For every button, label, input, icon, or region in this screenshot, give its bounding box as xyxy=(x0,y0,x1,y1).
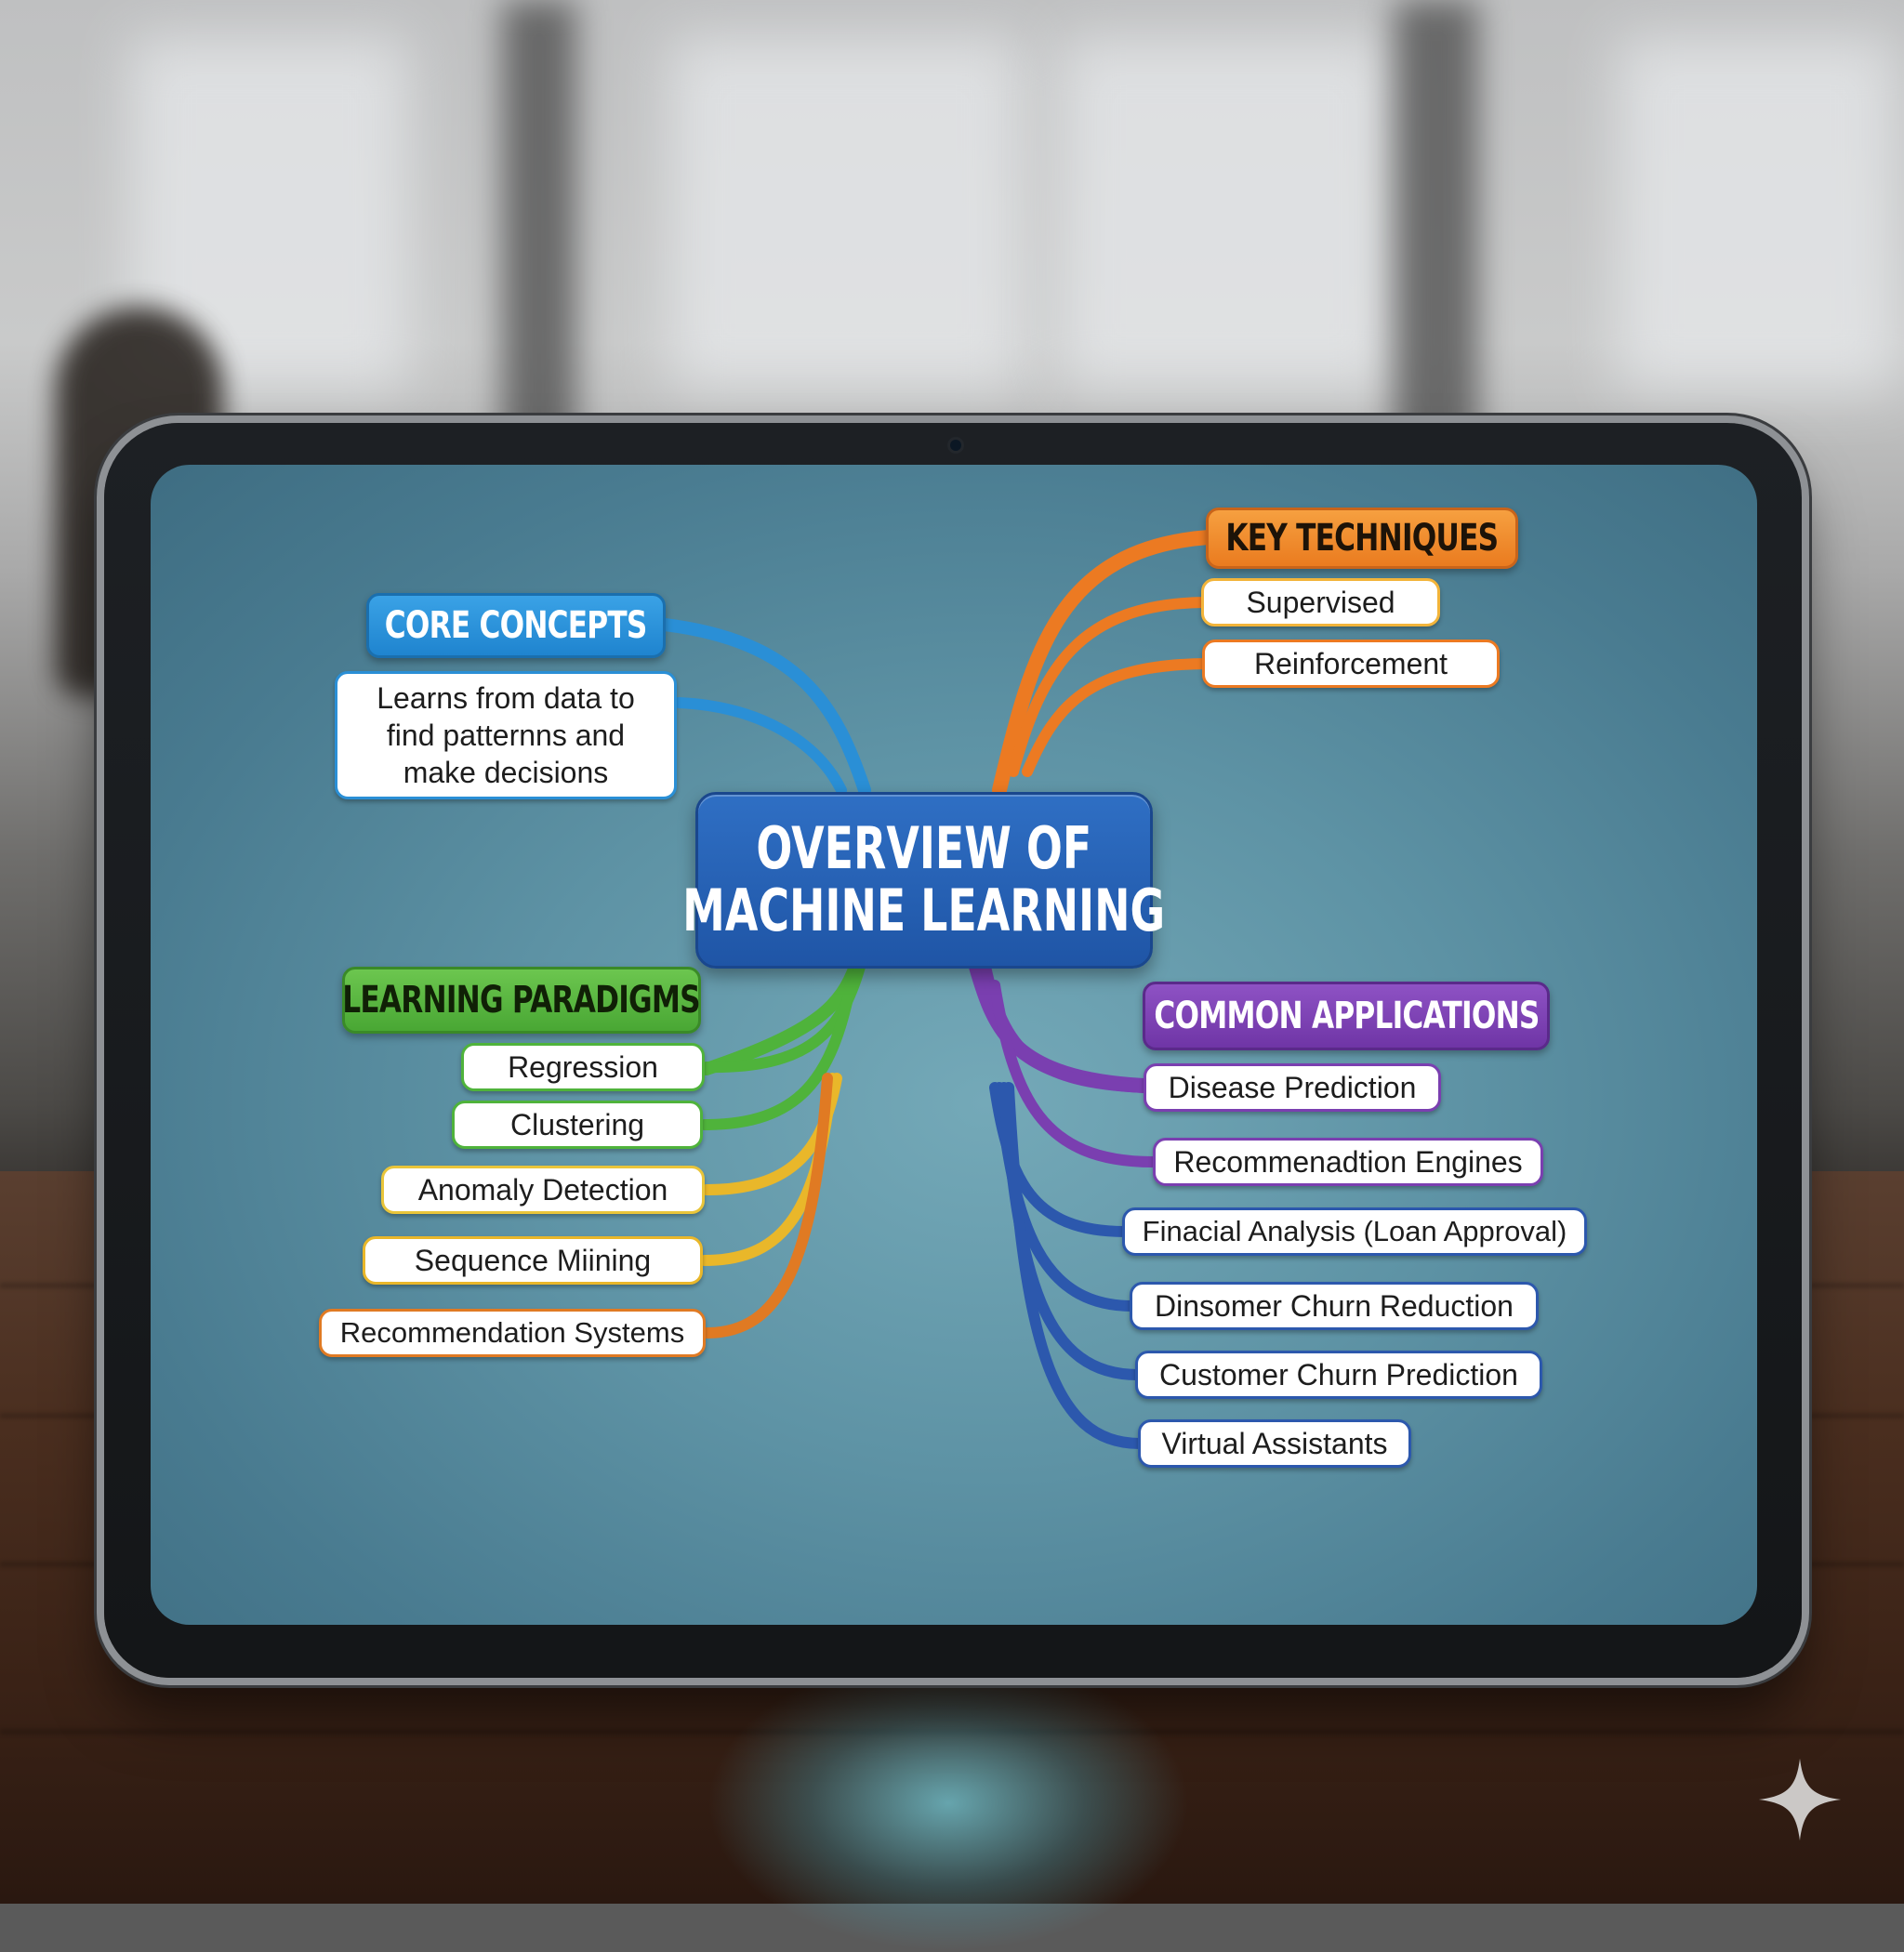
technique-supervised-label: Supervised xyxy=(1246,585,1395,619)
paradigm-anomaly-detection-label: Anomaly Detection xyxy=(417,1172,668,1207)
window-light xyxy=(1060,37,1395,390)
branch-core-concepts[interactable]: CORE CONCEPTS xyxy=(366,593,666,658)
branch-learning-paradigms[interactable]: LEARNING PARADIGMS xyxy=(342,967,701,1034)
window-light xyxy=(669,37,1023,390)
paradigm-sequence-mining[interactable]: Sequence Miining xyxy=(363,1236,703,1285)
application-virtual-assistants-label: Virtual Assistants xyxy=(1161,1426,1388,1460)
sparkle-icon xyxy=(1758,1758,1842,1841)
technique-reinforcement-label: Reinforcement xyxy=(1253,646,1448,680)
application-financial-analysis-label: Finacial Analysis (Loan Approval) xyxy=(1142,1215,1567,1247)
branch-key-techniques-title: KEY TECHNIQUES xyxy=(1225,517,1500,560)
branch-common-applications[interactable]: COMMON APPLICATIONS xyxy=(1143,982,1550,1050)
branch-learning-paradigms-title: LEARNING PARADIGMS xyxy=(342,979,701,1022)
central-topic-line-1: OVERVIEW OF xyxy=(756,814,1092,883)
paradigm-regression[interactable]: Regression xyxy=(461,1043,705,1091)
core-description-line-1: Learns from data to xyxy=(377,681,635,715)
application-customer-churn-prediction[interactable]: Customer Churn Prediction xyxy=(1135,1351,1542,1399)
branch-core-concepts-title: CORE CONCEPTS xyxy=(385,604,648,647)
camera-icon xyxy=(950,440,961,451)
paradigm-anomaly-detection[interactable]: Anomaly Detection xyxy=(381,1166,705,1214)
core-description-line-3: make decisions xyxy=(403,756,609,789)
screen-reflection xyxy=(707,1655,1190,1952)
application-financial-analysis[interactable]: Finacial Analysis (Loan Approval) xyxy=(1122,1207,1587,1256)
paradigm-clustering-label: Clustering xyxy=(509,1107,645,1141)
core-concepts-description[interactable]: Learns from data to find patternns and m… xyxy=(335,671,677,799)
central-topic-overview-of-machine-learning[interactable]: OVERVIEW OF MACHINE LEARNING xyxy=(683,792,1165,969)
application-dinsomer-churn-reduction-label: Dinsomer Churn Reduction xyxy=(1155,1288,1514,1323)
paradigm-regression-label: Regression xyxy=(508,1049,658,1084)
application-disease-prediction-label: Disease Prediction xyxy=(1168,1070,1417,1104)
paradigm-sequence-mining-label: Sequence Miining xyxy=(414,1243,652,1277)
application-recommendation-engines-label: Recommenadtion Engines xyxy=(1173,1144,1523,1179)
core-description-line-2: find patternns and xyxy=(386,719,626,752)
application-customer-churn-prediction-label: Customer Churn Prediction xyxy=(1159,1357,1518,1391)
window-light xyxy=(1618,37,1897,390)
paradigm-recommendation-systems[interactable]: Recommendation Systems xyxy=(319,1309,706,1357)
branch-common-applications-title: COMMON APPLICATIONS xyxy=(1153,995,1540,1037)
technique-reinforcement[interactable]: Reinforcement xyxy=(1202,640,1500,688)
paradigm-recommendation-systems-label: Recommendation Systems xyxy=(339,1316,685,1349)
application-disease-prediction[interactable]: Disease Prediction xyxy=(1144,1063,1441,1112)
paradigm-clustering[interactable]: Clustering xyxy=(452,1101,703,1149)
application-recommendation-engines[interactable]: Recommenadtion Engines xyxy=(1153,1138,1543,1186)
application-virtual-assistants[interactable]: Virtual Assistants xyxy=(1138,1419,1411,1468)
branch-key-techniques[interactable]: KEY TECHNIQUES xyxy=(1206,508,1518,569)
application-dinsomer-churn-reduction[interactable]: Dinsomer Churn Reduction xyxy=(1130,1282,1539,1330)
technique-supervised[interactable]: Supervised xyxy=(1201,578,1440,626)
central-topic-line-2: MACHINE LEARNING xyxy=(682,877,1166,944)
